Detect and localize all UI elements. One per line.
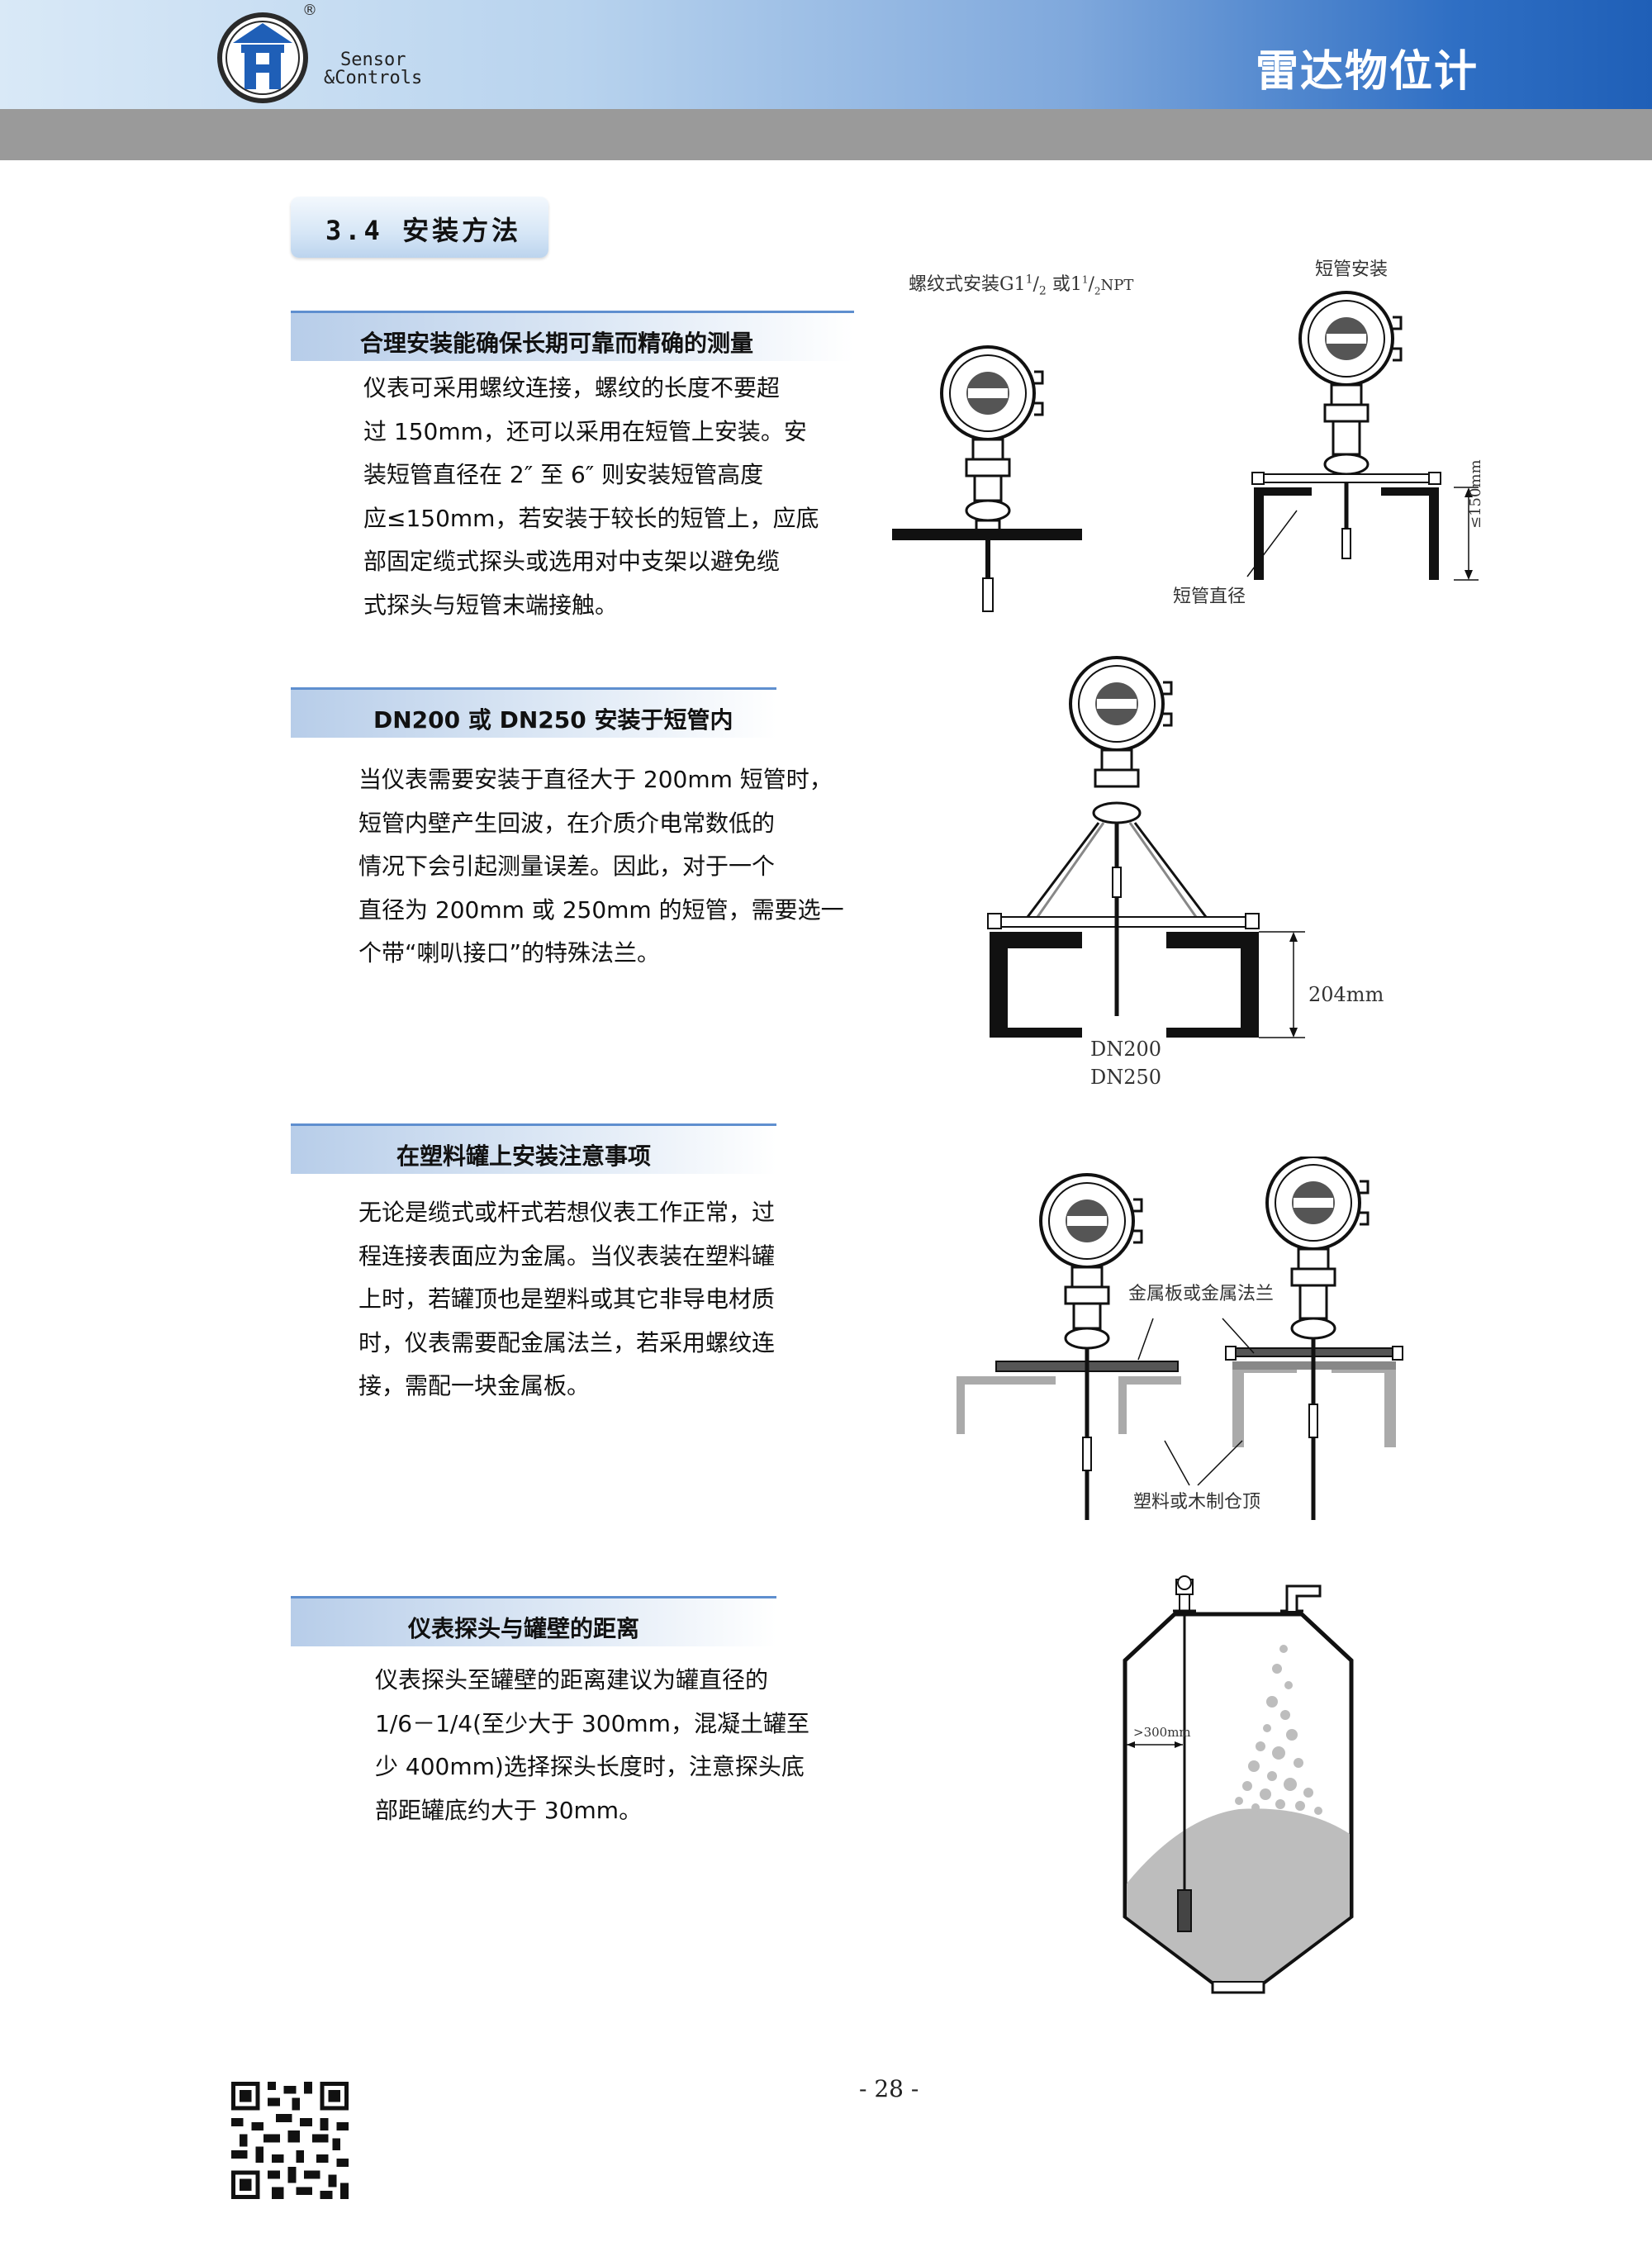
- transmitter-thread-mount: [892, 345, 1082, 612]
- transmitter-nozzle-mount: [1246, 291, 1479, 581]
- diagram-thread-and-nozzle-mount: [892, 291, 1479, 612]
- block-4-heading-bar: [291, 1596, 776, 1646]
- block-1-line: 部固定缆式探头或选用对中支架以避免缆: [363, 548, 781, 575]
- label-thread-sub: 2: [1038, 284, 1047, 298]
- brand-line-1: Sensor: [340, 50, 406, 70]
- label-nozzle-height: ≤150mm: [1467, 459, 1484, 529]
- block-3-line: 时，仪表需要配金属法兰，若采用螺纹连: [358, 1328, 776, 1356]
- label-plastic-wood-roof: 塑料或木制仓顶: [1133, 1492, 1261, 1513]
- block-3-paragraph: 无论是缆式或杆式若想仪表工作正常，过 程连接表面应为金属。当仪表装在塑料罐 上时…: [358, 1191, 775, 1408]
- block-3-heading: 在塑料罐上安装注意事项: [396, 1142, 652, 1170]
- section-title: 3.4 安装方法: [325, 215, 522, 246]
- label-nozzle-diameter: 短管直径: [1173, 587, 1246, 607]
- block-1-paragraph: 仪表可采用螺纹连接，螺纹的长度不要超 过 150mm，还可以采用在短管上安装。安…: [363, 367, 819, 627]
- block-4-line: 仪表探头至罐壁的距离建议为罐直径的: [375, 1666, 769, 1693]
- transmitter-metal-plate: [957, 1173, 1181, 1520]
- label-thread-sup: 1: [1025, 273, 1033, 287]
- block-1-line: 应≤150mm，若安装于较长的短管上，应底: [363, 504, 819, 532]
- block-2-line: 短管内壁产生回波，在介质介电常数低的: [358, 809, 776, 837]
- label-thread-sup2: 1: [1081, 273, 1089, 286]
- diagram-tank-wall-distance: [1123, 1575, 1354, 1994]
- block-4-line: 少 400mm)选择探头长度时，注意探头底: [375, 1753, 805, 1780]
- block-4-paragraph: 仪表探头至罐壁的距离建议为罐直径的 1/6－1/4(至少大于 300mm，混凝土…: [375, 1659, 809, 1832]
- label-dn250: DN250: [1090, 1066, 1162, 1089]
- label-nozzle-mount: 短管安装: [1315, 259, 1389, 280]
- block-2-line: 当仪表需要安装于直径大于 200mm 短管时，: [358, 766, 833, 793]
- block-1-line: 式探头与短管末端接触。: [363, 591, 619, 619]
- transmitter-horn-flange: [987, 656, 1305, 1038]
- block-4-heading: 仪表探头与罐壁的距离: [408, 1615, 640, 1642]
- label-thread-sub2: 2: [1094, 285, 1101, 297]
- block-1-line: 装短管直径在 2″ 至 6″ 则安装短管高度: [363, 461, 764, 488]
- block-3-line: 程连接表面应为金属。当仪表装在塑料罐: [358, 1242, 776, 1270]
- silo-tank: [1123, 1575, 1354, 1994]
- block-3-line: 无论是缆式或杆式若想仪表工作正常，过: [358, 1199, 776, 1226]
- label-height-204: 204mm: [1308, 983, 1384, 1006]
- label-thread-mount: 螺纹式安装G11/2 或11/2NPT: [909, 273, 1134, 298]
- label-thread-suffix: NPT: [1100, 277, 1134, 294]
- block-1-heading-bar: [291, 311, 854, 361]
- block-3-heading-bar: [291, 1123, 776, 1174]
- document-title: 雷达物位计: [1255, 47, 1479, 97]
- block-2-line: 直径为 200mm 或 250mm 的短管，需要选一: [358, 895, 844, 924]
- label-thread-prefix: 螺纹式安装G1: [909, 274, 1026, 295]
- block-3-line: 接，需配一块金属板。: [358, 1372, 591, 1399]
- block-4-line: 1/6－1/4(至少大于 300mm，混凝土罐至: [375, 1709, 809, 1737]
- block-2-paragraph: 当仪表需要安装于直径大于 200mm 短管时， 短管内壁产生回波，在介质介电常数…: [358, 758, 844, 976]
- label-thread-mid: 或1: [1046, 274, 1082, 295]
- label-dn200: DN200: [1090, 1038, 1162, 1061]
- block-2-heading-bar: [291, 687, 776, 738]
- company-logo-icon: [217, 12, 308, 103]
- brand-line-2: &Controls: [324, 68, 423, 88]
- block-2-line: 个带“喇叭接口”的特殊法兰。: [358, 939, 661, 967]
- block-1-line: 过 150mm，还可以采用在短管上安装。安: [363, 417, 807, 445]
- block-4-line: 部距罐底约大于 30mm。: [375, 1796, 643, 1824]
- transmitter-metal-flange: [1225, 1157, 1403, 1520]
- diagram-horn-flange-nozzle: [987, 656, 1305, 1038]
- header-gray-bar: [0, 109, 1652, 160]
- diagram-plastic-tank-mount: [957, 1157, 1403, 1520]
- registered-mark: ®: [302, 2, 317, 19]
- block-1-line: 仪表可采用螺纹连接，螺纹的长度不要超: [363, 374, 781, 401]
- block-2-heading: DN200 或 DN250 安装于短管内: [373, 706, 733, 734]
- section-title-pill: [291, 197, 548, 258]
- qr-code-icon: [231, 2082, 349, 2199]
- block-2-line: 情况下会引起测量误差。因此，对于一个: [358, 853, 776, 880]
- block-1-heading: 合理安装能确保长期可靠而精确的测量: [360, 330, 754, 357]
- page-number: - 28 -: [859, 2075, 919, 2102]
- block-3-line: 上时，若罐顶也是塑料或其它非导电材质: [358, 1285, 776, 1313]
- label-wall-distance: >300mm: [1133, 1725, 1191, 1740]
- label-metal-plate-flange: 金属板或金属法兰: [1128, 1284, 1275, 1304]
